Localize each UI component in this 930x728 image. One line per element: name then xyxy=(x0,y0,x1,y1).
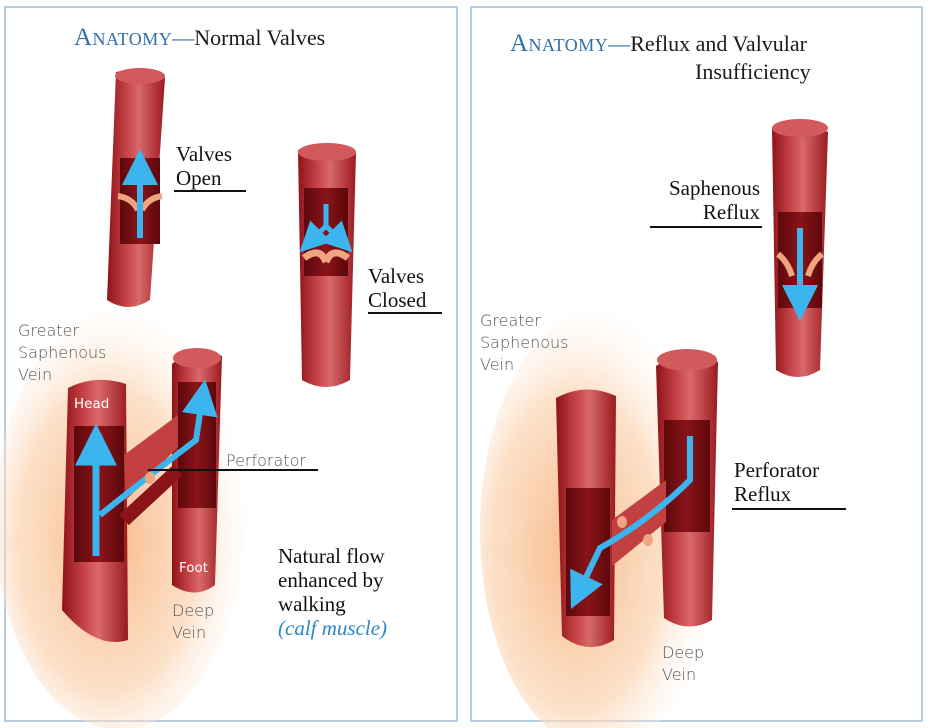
perf-reflux-line2: Reflux xyxy=(734,482,792,506)
natural-flow-line1: Natural flow xyxy=(278,544,385,568)
vein-h-reflux xyxy=(556,349,718,648)
natural-flow-line3: walking xyxy=(278,592,346,616)
left-title-brand: Anatomy xyxy=(74,24,173,51)
label-natural-flow: Natural flow enhanced by walking (calf m… xyxy=(278,544,387,640)
label-perforator: Perforator xyxy=(226,451,306,470)
saph-reflux-line1: Saphenous xyxy=(669,176,760,200)
right-title-line1: Reflux and Valvular xyxy=(630,31,808,56)
label-head: Head xyxy=(74,396,110,412)
label-greater-saphenous-left: Greater Saphenous Vein xyxy=(18,320,107,386)
rule-perforator-reflux xyxy=(732,508,846,510)
gsv-left-line1: Greater xyxy=(18,321,79,340)
calf-muscle-label: (calf muscle) xyxy=(278,616,388,640)
rule-saphenous-reflux xyxy=(650,226,762,228)
label-valves-closed-line2: Closed xyxy=(368,288,427,312)
left-title: Anatomy—Normal Valves xyxy=(74,24,325,52)
deep-vein-right-line1: Deep xyxy=(662,643,705,662)
rule-valves-closed xyxy=(368,312,442,314)
label-valves-closed-line1: Valves xyxy=(368,264,424,288)
deep-vein-left-line2: Vein xyxy=(172,623,207,642)
natural-flow-line2: enhanced by xyxy=(278,568,384,592)
label-deep-vein-right: Deep Vein xyxy=(662,642,704,686)
label-saphenous-reflux: Saphenous Reflux xyxy=(652,176,760,224)
left-title-rest: Normal Valves xyxy=(194,25,326,50)
gsv-right-line2: Saphenous xyxy=(480,333,569,352)
vein-h-normal xyxy=(62,348,222,642)
rule-valves-open xyxy=(174,190,246,192)
gsv-left-line2: Saphenous xyxy=(18,343,107,362)
vein-valves-closed xyxy=(298,143,356,387)
right-title: Anatomy—Reflux and Valvular Insufficienc… xyxy=(510,30,811,86)
gsv-right-line1: Greater xyxy=(480,311,541,330)
vein-saphenous-reflux xyxy=(772,119,828,377)
label-valves-open-line2: Open xyxy=(176,166,222,190)
flow-arrow-icon xyxy=(570,436,693,609)
label-perforator-reflux: Perforator Reflux xyxy=(734,458,819,506)
perf-reflux-line1: Perforator xyxy=(734,458,820,482)
gsv-right-line3: Vein xyxy=(480,355,515,374)
vein-valves-open xyxy=(107,68,165,307)
label-foot: Foot xyxy=(179,560,209,576)
saph-reflux-line2: Reflux xyxy=(702,200,760,224)
label-valves-open-line1: Valves xyxy=(176,142,232,166)
gsv-left-line3: Vein xyxy=(18,365,53,384)
label-greater-saphenous-right: Greater Saphenous Vein xyxy=(480,310,569,376)
right-title-dash: — xyxy=(608,31,631,56)
label-valves-open: Valves Open xyxy=(176,142,232,190)
right-title-line2: Insufficiency xyxy=(695,59,811,84)
deep-vein-left-line1: Deep xyxy=(172,601,215,620)
deep-vein-right-line2: Vein xyxy=(662,665,697,684)
label-deep-vein-left: Deep Vein xyxy=(172,600,214,644)
label-valves-closed: Valves Closed xyxy=(368,264,426,312)
left-title-dash: — xyxy=(172,25,195,50)
right-title-brand: Anatomy xyxy=(510,30,609,57)
